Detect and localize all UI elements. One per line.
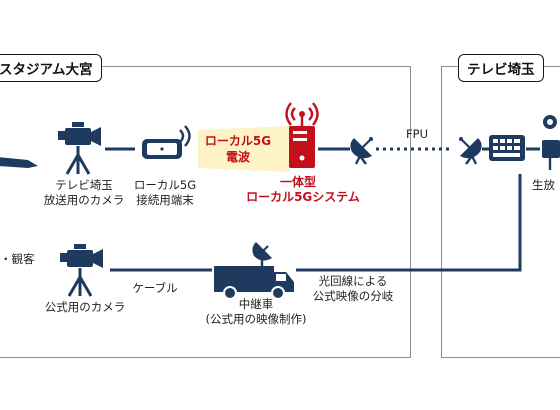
broadcast-partial-label: 生放 <box>532 178 555 192</box>
tv-station-panel-title: テレビ埼玉 <box>458 54 544 82</box>
handheld-terminal-icon <box>142 125 191 159</box>
dish-antenna-icon <box>459 137 482 165</box>
video-camera-icon <box>60 244 103 297</box>
video-camera-icon <box>58 122 101 175</box>
fpu-label: FPU <box>406 127 428 141</box>
terminal-label-1: ローカル5G <box>133 178 197 192</box>
stadium-panel <box>0 66 411 358</box>
relay-van-label-1: 中継車 <box>238 297 274 311</box>
spectators-partial-label: ・観客 <box>0 252 35 266</box>
tv-camera-label-1: テレビ埼玉 <box>55 178 113 192</box>
broadcast-van-icon <box>214 242 294 300</box>
system-label-2: ローカル5Gシステム <box>246 190 360 204</box>
tv-station-panel <box>441 66 560 358</box>
tv-camera-label-2: 放送用のカメラ <box>43 193 125 207</box>
lying-person-icon <box>0 157 38 168</box>
broadcast-camera-icon <box>542 115 560 170</box>
official-camera-label: 公式用のカメラ <box>44 300 126 314</box>
control-panel-icon <box>489 135 525 161</box>
relay-van-label-2: (公式用の映像制作) <box>205 312 307 326</box>
cable-label: ケーブル <box>132 281 178 295</box>
fiber-line <box>296 174 522 272</box>
stadium-panel-title: スタジアム大宮 <box>0 54 102 82</box>
dish-antenna-icon <box>350 137 373 165</box>
radio-wave-label-2: 電波 <box>225 150 250 164</box>
radio-wave-label-1: ローカル5G <box>204 134 272 148</box>
terminal-label-2: 接続用端末 <box>136 193 194 207</box>
antenna-server-icon <box>285 102 319 168</box>
fiber-label-1: 光回線による <box>318 274 388 288</box>
system-label-1: 一体型 <box>279 175 316 189</box>
fiber-label-2: 公式映像の分岐 <box>312 289 394 303</box>
